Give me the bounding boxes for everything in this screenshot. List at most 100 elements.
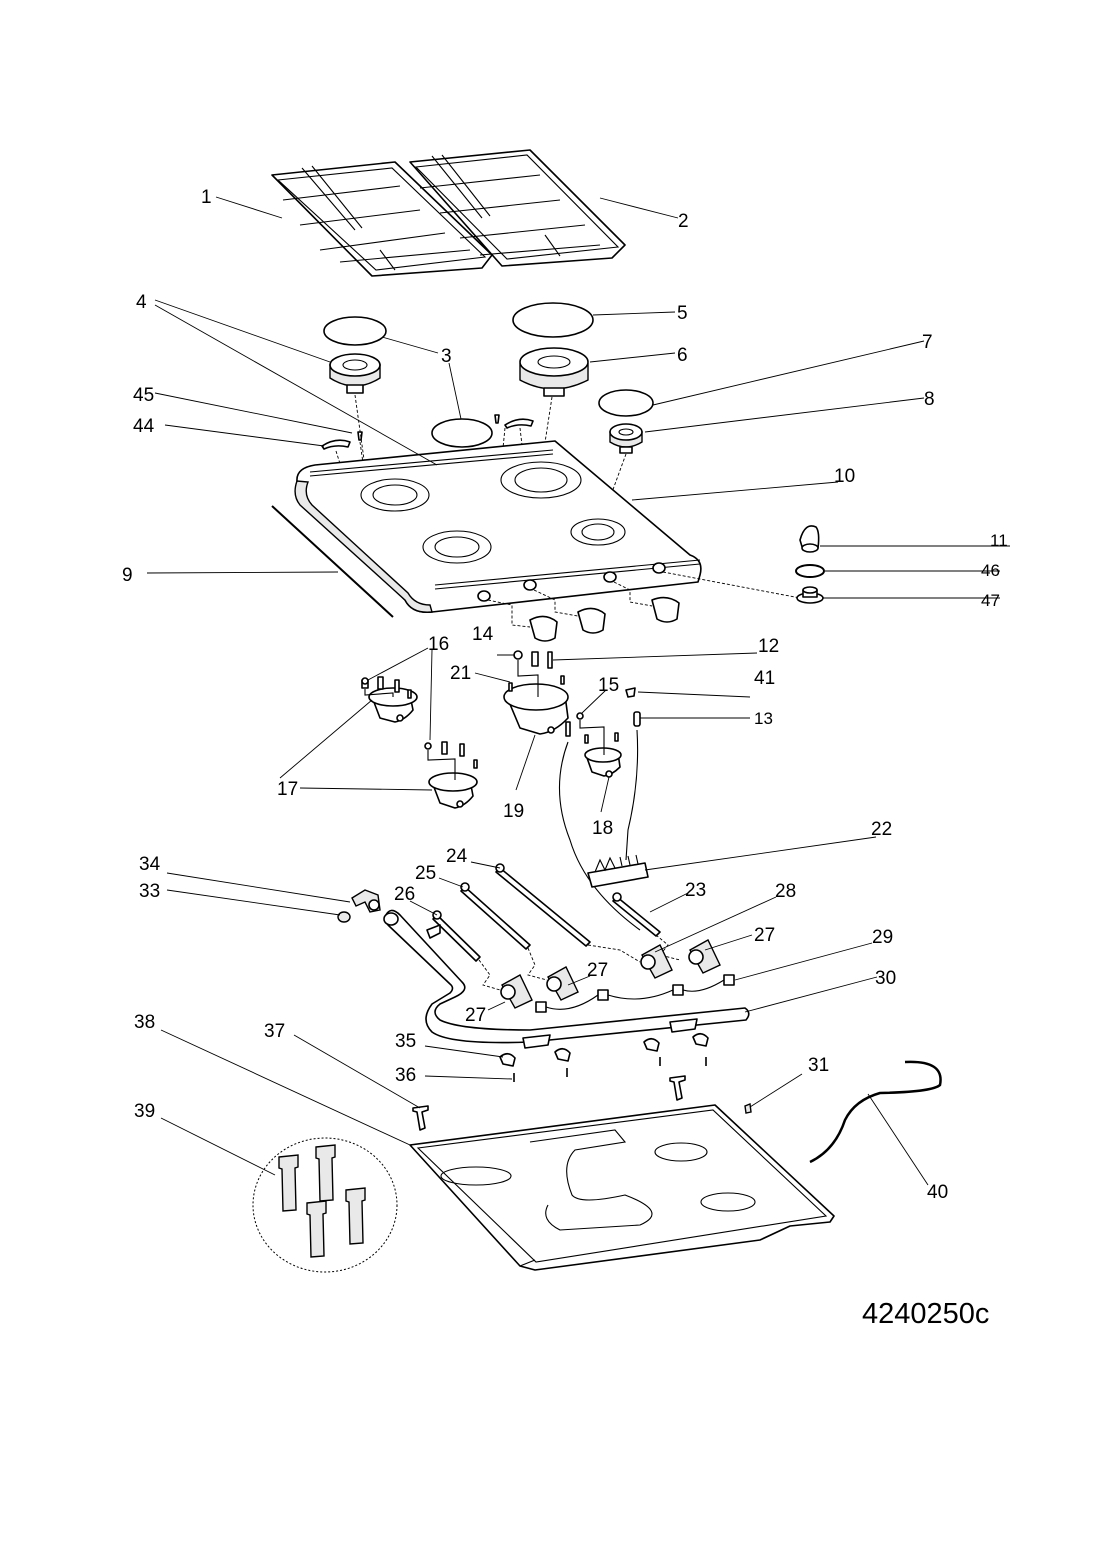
burner-cap-rapid[interactable]	[512, 302, 594, 338]
callout-29: 29	[872, 927, 893, 948]
burner-head-rapid[interactable]	[519, 347, 589, 397]
callout-5: 5	[677, 303, 688, 324]
knob-2[interactable]	[577, 607, 606, 634]
callout-3: 3	[441, 346, 452, 367]
gas-pipe-23[interactable]	[612, 892, 661, 937]
clamp-35-a[interactable]	[499, 1052, 516, 1067]
burner-head-semirapid-upper[interactable]	[329, 353, 381, 394]
manifold-clamp-1[interactable]	[522, 1034, 551, 1049]
leader-lines	[146, 196, 1010, 1186]
callout-19: 19	[503, 801, 524, 822]
callout-15: 15	[598, 675, 619, 696]
callout-6: 6	[677, 345, 688, 366]
callout-17: 17	[277, 779, 298, 800]
burner-cup-small[interactable]	[584, 747, 622, 778]
callout-33: 33	[139, 881, 160, 902]
burner-cap-semirapid[interactable]	[323, 316, 387, 346]
callout-31: 31	[808, 1055, 829, 1076]
callout-labels: 1 2 3 4 5 6 7 8 9 10 11 12 13 14 15 16 1…	[122, 187, 1008, 1203]
burner-cup-lower-left[interactable]	[428, 772, 478, 809]
screw-45-left[interactable]	[357, 431, 363, 441]
spring-ring[interactable]	[795, 564, 825, 578]
seal[interactable]	[271, 505, 394, 618]
burner-cup-large[interactable]	[503, 683, 569, 735]
knob-bush[interactable]	[796, 586, 824, 604]
cable-clamp[interactable]	[744, 1103, 752, 1114]
callout-46: 46	[981, 561, 1000, 580]
ignition-generator[interactable]	[587, 854, 649, 888]
microswitch-3[interactable]	[672, 984, 684, 996]
clamp-35-c[interactable]	[643, 1037, 660, 1052]
callout-9: 9	[122, 565, 133, 586]
gas-manifold[interactable]	[383, 909, 750, 1044]
callout-12: 12	[758, 636, 779, 657]
burner-cap-small[interactable]	[598, 389, 654, 417]
microswitch-2[interactable]	[597, 989, 609, 1001]
callout-35: 35	[395, 1031, 416, 1052]
manifold-clamp-2[interactable]	[669, 1018, 698, 1033]
base-tray[interactable]	[409, 1104, 835, 1271]
manifold-bracket[interactable]	[426, 924, 441, 939]
injector-set-right[interactable]	[565, 712, 619, 755]
callout-22: 22	[871, 819, 892, 840]
callout-8: 8	[924, 389, 935, 410]
gas-pipe-26[interactable]	[432, 910, 481, 962]
callout-26: 26	[394, 884, 415, 905]
injector-set-lower-left[interactable]	[424, 741, 478, 780]
callout-13: 13	[754, 709, 773, 728]
microswitch-4[interactable]	[723, 974, 735, 986]
screw-36[interactable]	[513, 1057, 707, 1082]
callout-36: 36	[395, 1065, 416, 1086]
bracket-37-right[interactable]	[669, 1075, 686, 1101]
pan-support-left[interactable]	[271, 161, 493, 277]
burner-head-small[interactable]	[609, 423, 643, 454]
callout-27-center: 27	[587, 960, 608, 981]
gas-tap-4[interactable]	[688, 939, 721, 974]
clip[interactable]	[625, 687, 636, 698]
spark-plug-holder-left[interactable]	[321, 439, 351, 450]
burner-cap-lower[interactable]	[431, 418, 493, 448]
fixing-clips[interactable]	[252, 1137, 398, 1273]
gas-tap-2[interactable]	[546, 966, 579, 1001]
microswitch-1[interactable]	[535, 1001, 547, 1013]
callout-23: 23	[685, 880, 706, 901]
control-knob[interactable]	[799, 525, 820, 553]
power-cable[interactable]	[809, 1060, 942, 1164]
gas-tap-3[interactable]	[640, 944, 673, 979]
gas-tap-1[interactable]	[500, 974, 533, 1009]
callout-39: 39	[134, 1101, 155, 1122]
spark-plug-holder-right[interactable]	[504, 418, 534, 429]
callout-2: 2	[678, 211, 689, 232]
knob-3[interactable]	[651, 596, 680, 623]
callout-44: 44	[133, 416, 155, 437]
injector-set-upper-left[interactable]	[361, 676, 412, 699]
callout-41: 41	[754, 668, 775, 689]
clamp-35-b[interactable]	[554, 1047, 571, 1062]
callout-28: 28	[775, 881, 796, 902]
callout-25: 25	[415, 863, 436, 884]
callout-4: 4	[136, 292, 147, 313]
callout-40: 40	[927, 1182, 948, 1203]
callout-21: 21	[450, 663, 471, 684]
callout-18: 18	[592, 818, 613, 839]
gasket[interactable]	[337, 911, 351, 923]
callout-7: 7	[922, 332, 933, 353]
bracket-37-left[interactable]	[412, 1105, 429, 1131]
knob-1[interactable]	[529, 615, 558, 642]
callout-14: 14	[472, 624, 494, 645]
callout-27-right: 27	[754, 925, 775, 946]
callout-27-left: 27	[465, 1005, 486, 1026]
elbow-fitting[interactable]	[351, 889, 381, 913]
clamp-35-d[interactable]	[692, 1032, 709, 1047]
callout-24: 24	[446, 846, 468, 867]
callout-45: 45	[133, 385, 154, 406]
callout-34: 34	[139, 854, 161, 875]
pan-support-right[interactable]	[409, 149, 626, 267]
gas-pipe-25[interactable]	[460, 882, 531, 950]
document-number: 4240250c	[862, 1298, 989, 1330]
thermocouple[interactable]	[633, 711, 641, 727]
screw-45-right[interactable]	[494, 414, 500, 424]
hob-top[interactable]	[294, 440, 702, 614]
callout-37: 37	[264, 1021, 285, 1042]
